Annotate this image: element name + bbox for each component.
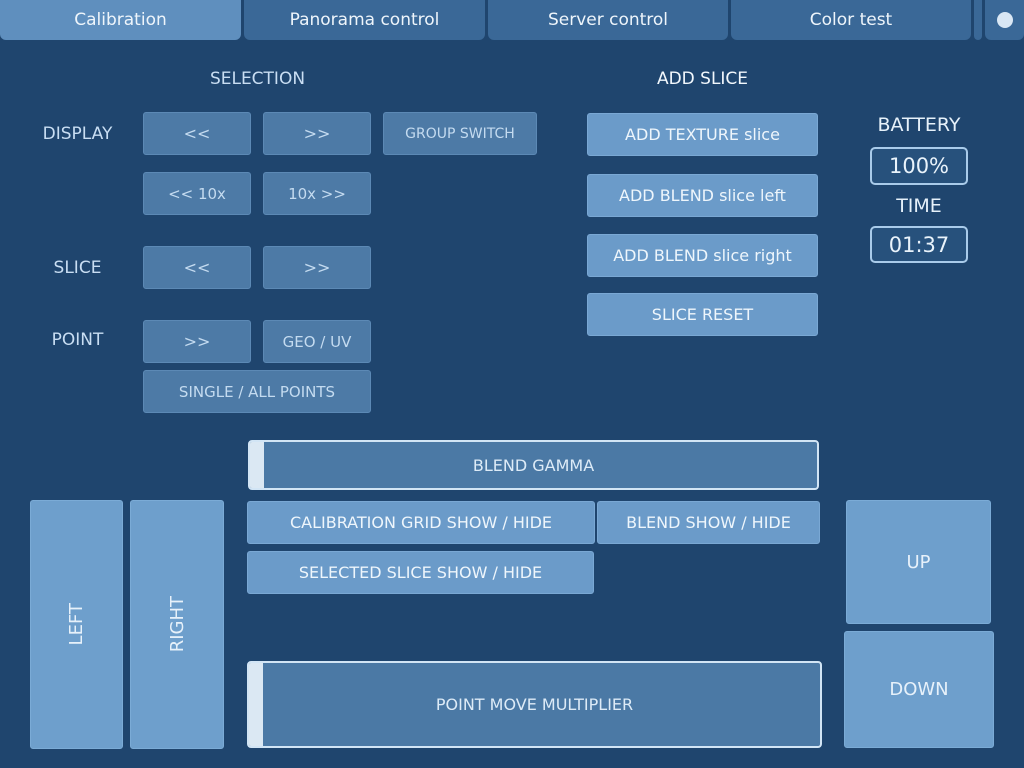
slice-next-button[interactable]: >> xyxy=(263,246,371,289)
right-button[interactable]: RIGHT xyxy=(130,500,224,749)
battery-value: 100% xyxy=(870,147,968,185)
display-label: DISPLAY xyxy=(42,124,113,144)
display-prev-button[interactable]: << xyxy=(143,112,251,155)
point-next-button[interactable]: >> xyxy=(143,320,251,363)
time-value: 01:37 xyxy=(870,226,968,263)
display-next10-button[interactable]: 10x >> xyxy=(263,172,371,215)
geo-uv-button[interactable]: GEO / UV xyxy=(263,320,371,363)
left-label: LEFT xyxy=(66,603,87,646)
right-label: RIGHT xyxy=(166,596,188,653)
tab-label: Server control xyxy=(547,10,669,30)
tab-server-control[interactable]: Server control xyxy=(488,0,728,40)
dot-icon xyxy=(996,12,1013,28)
selected-slice-toggle-button[interactable]: SELECTED SLICE SHOW / HIDE xyxy=(247,551,594,594)
add-blend-left-button[interactable]: ADD BLEND slice left xyxy=(587,174,818,217)
add-blend-right-button[interactable]: ADD BLEND slice right xyxy=(587,234,818,277)
add-texture-slice-button[interactable]: ADD TEXTURE slice xyxy=(587,113,818,156)
blend-toggle-button[interactable]: BLEND SHOW / HIDE xyxy=(597,501,820,544)
blend-gamma-label: BLEND GAMMA xyxy=(472,455,595,475)
blend-gamma-slider[interactable]: BLEND GAMMA xyxy=(248,440,819,490)
point-move-multiplier-label: POINT MOVE MULTIPLIER xyxy=(435,695,634,714)
slider-handle[interactable] xyxy=(249,663,263,746)
up-button[interactable]: UP xyxy=(846,500,991,624)
left-button[interactable]: LEFT xyxy=(30,500,123,749)
time-label: TIME xyxy=(896,195,942,217)
display-next-button[interactable]: >> xyxy=(263,112,371,155)
group-switch-button[interactable]: GROUP SWITCH xyxy=(383,112,537,155)
tab-menu[interactable] xyxy=(985,0,1024,40)
slice-reset-button[interactable]: SLICE RESET xyxy=(587,293,818,336)
tab-label: Color test xyxy=(809,10,893,30)
display-prev10-button[interactable]: << 10x xyxy=(143,172,251,215)
tab-label: Calibration xyxy=(74,10,167,30)
point-label: POINT xyxy=(51,330,104,350)
tab-panorama-control[interactable]: Panorama control xyxy=(244,0,485,40)
calibration-grid-toggle-button[interactable]: CALIBRATION GRID SHOW / HIDE xyxy=(247,501,595,544)
down-button[interactable]: DOWN xyxy=(844,631,994,748)
tab-color-test[interactable]: Color test xyxy=(731,0,971,40)
selection-heading: SELECTION xyxy=(209,69,306,89)
slider-handle[interactable] xyxy=(250,442,264,488)
add-slice-heading: ADD SLICE xyxy=(656,69,749,89)
tab-calibration[interactable]: Calibration xyxy=(0,0,241,40)
point-move-multiplier-slider[interactable]: POINT MOVE MULTIPLIER xyxy=(247,661,822,748)
single-all-points-button[interactable]: SINGLE / ALL POINTS xyxy=(143,370,371,413)
slice-label: SLICE xyxy=(53,258,102,278)
battery-label: BATTERY xyxy=(877,114,961,136)
slice-prev-button[interactable]: << xyxy=(143,246,251,289)
tab-label: Panorama control xyxy=(289,10,440,30)
tab-overflow-divider xyxy=(974,0,982,40)
